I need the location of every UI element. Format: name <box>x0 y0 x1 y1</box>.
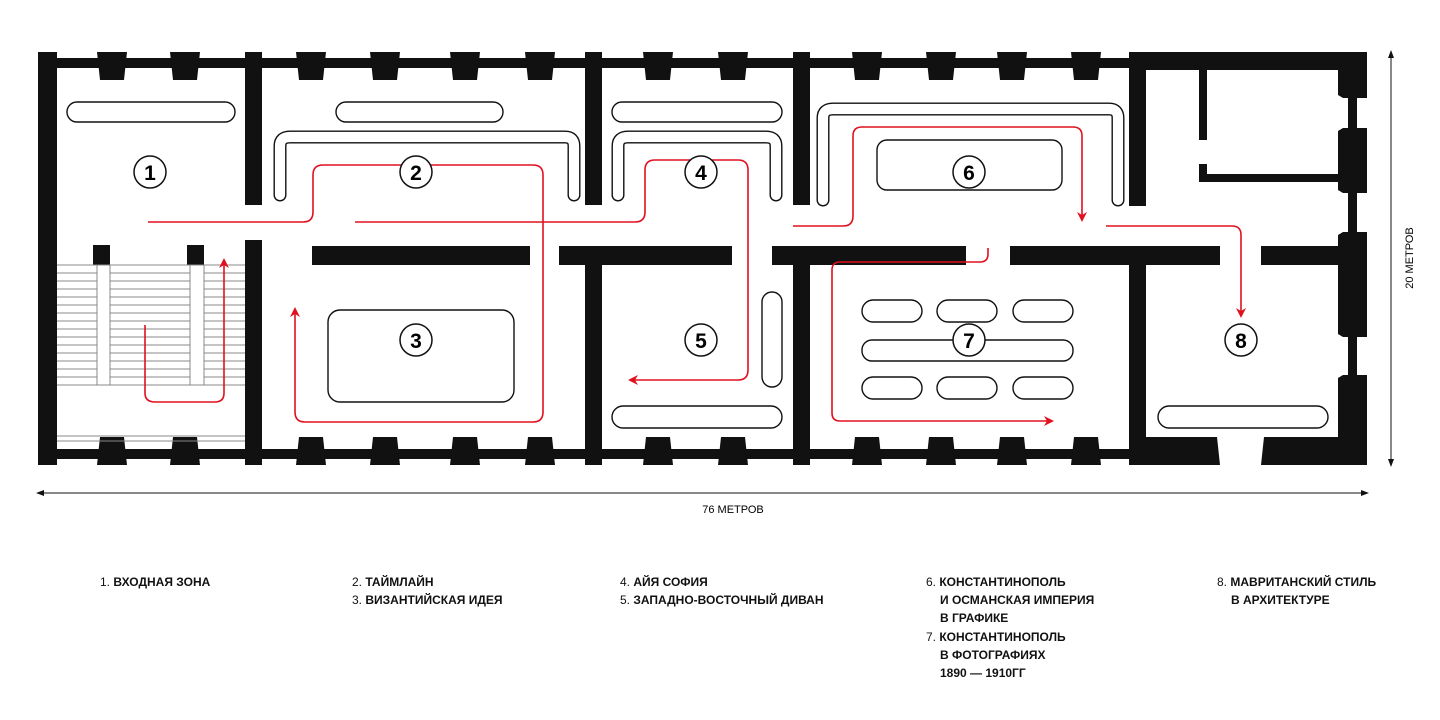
display-case <box>611 405 783 429</box>
legend-col-3: 4. АЙЯ СОФИЯ 5. ЗАПАДНО-ВОСТОЧНЫЙ ДИВАН <box>620 573 823 609</box>
legend-item-5: 5. ЗАПАДНО-ВОСТОЧНЫЙ ДИВАН <box>620 593 824 608</box>
route-segment <box>148 164 544 423</box>
route-segment <box>831 248 1054 426</box>
display-case <box>876 139 1063 191</box>
room-markers: 1 2 3 4 5 6 7 8 <box>133 155 1258 357</box>
room-marker-2: 2 <box>399 155 433 189</box>
exhibits <box>66 101 1329 429</box>
room-marker-7: 7 <box>952 323 986 357</box>
legend-item-6: 6. КОНСТАНТИНОПОЛЬ <box>926 575 1066 589</box>
display-case <box>761 291 783 388</box>
route-segment <box>144 258 229 403</box>
legend-item-2: 2. ТАЙМЛАЙН <box>352 575 434 589</box>
route-segment <box>793 126 1087 227</box>
room-marker-5: 5 <box>684 323 718 357</box>
svg-text:1: 1 <box>144 162 156 185</box>
svg-text:2: 2 <box>410 162 422 185</box>
legend-item-8-line-2: В АРХИТЕКТУРЕ <box>1231 593 1330 608</box>
route-segment <box>1106 225 1246 318</box>
svg-text:4: 4 <box>695 162 707 185</box>
bottom-piers <box>97 437 1101 465</box>
legend-item-6-line-2: И ОСМАНСКАЯ ИМПЕРИЯ <box>940 593 1095 608</box>
legend-col-1: 1. ВХОДНАЯ ЗОНА <box>100 573 210 591</box>
legend-item-8: 8. МАВРИТАНСКИЙ СТИЛЬ <box>1217 575 1377 589</box>
display-case <box>1012 299 1074 323</box>
legend-item-7-line-3: 1890 — 1910ГГ <box>940 666 1026 681</box>
svg-text:8: 8 <box>1235 330 1247 353</box>
length-label: 76 МЕТРОВ <box>702 504 764 516</box>
legend-col-2: 2. ТАЙМЛАЙН 3. ВИЗАНТИЙСКАЯ ИДЕЯ <box>352 573 503 609</box>
display-case <box>861 299 923 323</box>
legend-item-4: 4. АЙЯ СОФИЯ <box>620 575 708 589</box>
u-shaped-walls <box>273 102 1125 207</box>
display-case <box>1157 405 1329 429</box>
legend-item-7-line-2: В ФОТОГРАФИЯХ <box>940 647 1046 662</box>
walls <box>38 52 1367 465</box>
display-case <box>66 101 236 123</box>
svg-text:3: 3 <box>410 330 422 353</box>
room-marker-8: 8 <box>1224 323 1258 357</box>
display-case <box>936 299 998 323</box>
display-case <box>335 101 504 123</box>
visitor-route <box>144 126 1246 426</box>
legend-col-5: 8. МАВРИТАНСКИЙ СТИЛЬ В АРХИТЕКТУРЕ <box>1217 573 1376 609</box>
legend-col-4: 6. КОНСТАНТИНОПОЛЬ И ОСМАНСКАЯ ИМПЕРИЯ В… <box>926 573 1094 682</box>
room-marker-3: 3 <box>399 323 433 357</box>
room-marker-6: 6 <box>952 155 986 189</box>
display-case <box>936 376 998 400</box>
display-case <box>611 101 783 123</box>
room-marker-4: 4 <box>684 155 718 189</box>
svg-text:6: 6 <box>963 162 975 185</box>
staircase <box>57 264 245 442</box>
legend-item-1: 1. ВХОДНАЯ ЗОНА <box>100 575 211 589</box>
top-piers <box>97 52 1101 80</box>
display-case <box>861 376 923 400</box>
dimension-lines: 76 МЕТРОВ 20 МЕТРОВ <box>36 50 1416 516</box>
legend-item-7: 7. КОНСТАНТИНОПОЛЬ <box>926 629 1066 644</box>
svg-text:5: 5 <box>695 330 707 353</box>
svg-text:7: 7 <box>963 330 975 353</box>
display-case <box>327 309 515 403</box>
width-label: 20 МЕТРОВ <box>1404 227 1416 289</box>
display-case <box>1012 376 1074 400</box>
room-marker-1: 1 <box>133 155 167 189</box>
legend-item-6-line-3: В ГРАФИКЕ <box>940 611 1009 626</box>
legend-item-3: 3. ВИЗАНТИЙСКАЯ ИДЕЯ <box>352 593 503 608</box>
